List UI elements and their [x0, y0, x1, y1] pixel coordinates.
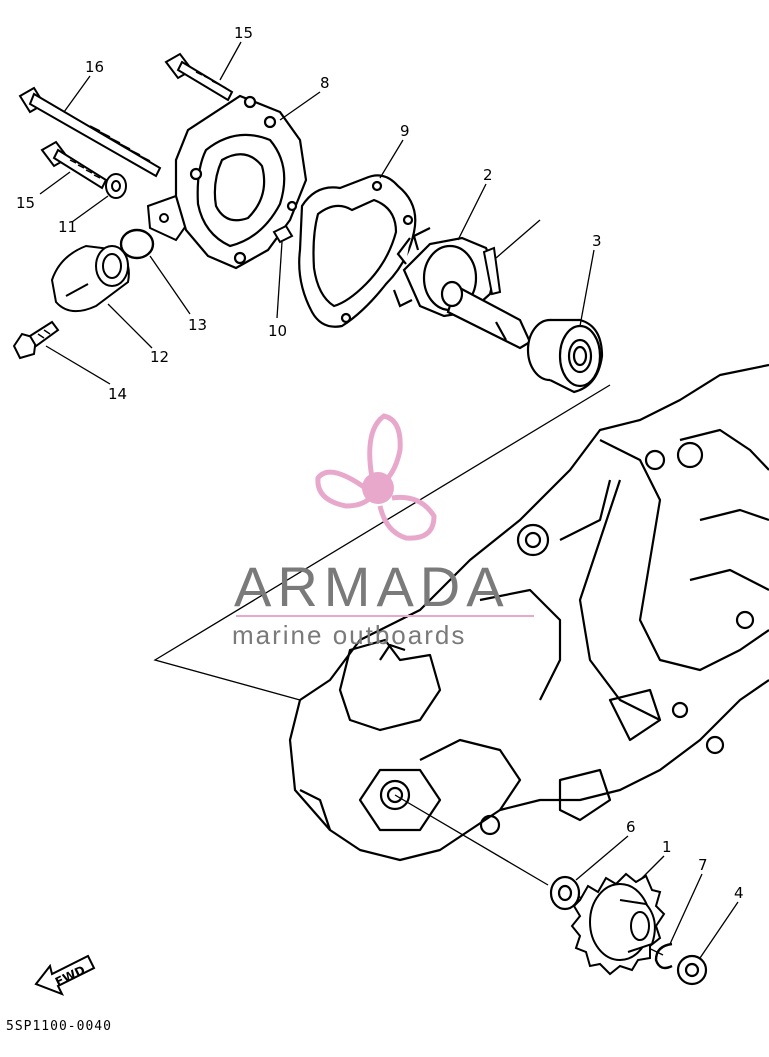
- part-9-gasket: [298, 174, 417, 328]
- callout-1: 1: [662, 838, 672, 856]
- callout-8: 8: [320, 74, 330, 92]
- callout-3: 3: [592, 232, 602, 250]
- propeller-logo-icon: [315, 413, 437, 541]
- part-12-pipe-elbow: [50, 194, 192, 313]
- drawing-code: 5SP1100-0040: [6, 1019, 112, 1034]
- part-3-bearing: [526, 318, 604, 394]
- callout-14: 14: [108, 385, 127, 403]
- part-6-washer: [549, 875, 581, 911]
- callout-numbers: 15 16 8 9 2 15 11 3 13 10 12 14 6 1 7 4: [16, 24, 744, 902]
- part-1-gear: [570, 872, 666, 976]
- armada-watermark: ARMADA marine outboards: [232, 413, 534, 650]
- part-10-dowel-pin: [272, 224, 294, 244]
- callout-4: 4: [734, 884, 744, 902]
- part-11-washer: [105, 173, 127, 199]
- part-5-pin: [482, 246, 502, 296]
- callout-12: 12: [150, 348, 169, 366]
- callout-15-lower: 15: [16, 194, 35, 212]
- watermark-tagline: marine outboards: [232, 620, 466, 650]
- callout-7: 7: [698, 856, 708, 874]
- crankcase-outline: [288, 363, 769, 862]
- assembly-guide-lines: [153, 384, 664, 956]
- callout-15-upper: 15: [234, 24, 253, 42]
- part-13-o-ring: [119, 228, 155, 260]
- callout-10: 10: [268, 322, 287, 340]
- part-15-bolt-lower: [40, 140, 108, 190]
- part-8-pump-cover: [174, 94, 308, 270]
- callout-9: 9: [400, 122, 410, 140]
- callout-6: 6: [626, 818, 636, 836]
- callout-11: 11: [58, 218, 77, 236]
- fwd-arrow-icon: [34, 954, 96, 996]
- part-15-bolt-upper: [164, 52, 234, 102]
- leader-lines: [39, 41, 739, 959]
- part-16-long-bolt: [18, 86, 162, 178]
- callout-2: 2: [483, 166, 493, 184]
- part-14-bolt: [12, 320, 60, 360]
- callout-16: 16: [85, 58, 104, 76]
- part-4-washer: [676, 954, 708, 986]
- part-7-circlip: [654, 942, 673, 970]
- watermark-brand: ARMADA: [234, 555, 510, 618]
- fwd-arrow: FWD: [34, 954, 96, 996]
- callout-13: 13: [188, 316, 207, 334]
